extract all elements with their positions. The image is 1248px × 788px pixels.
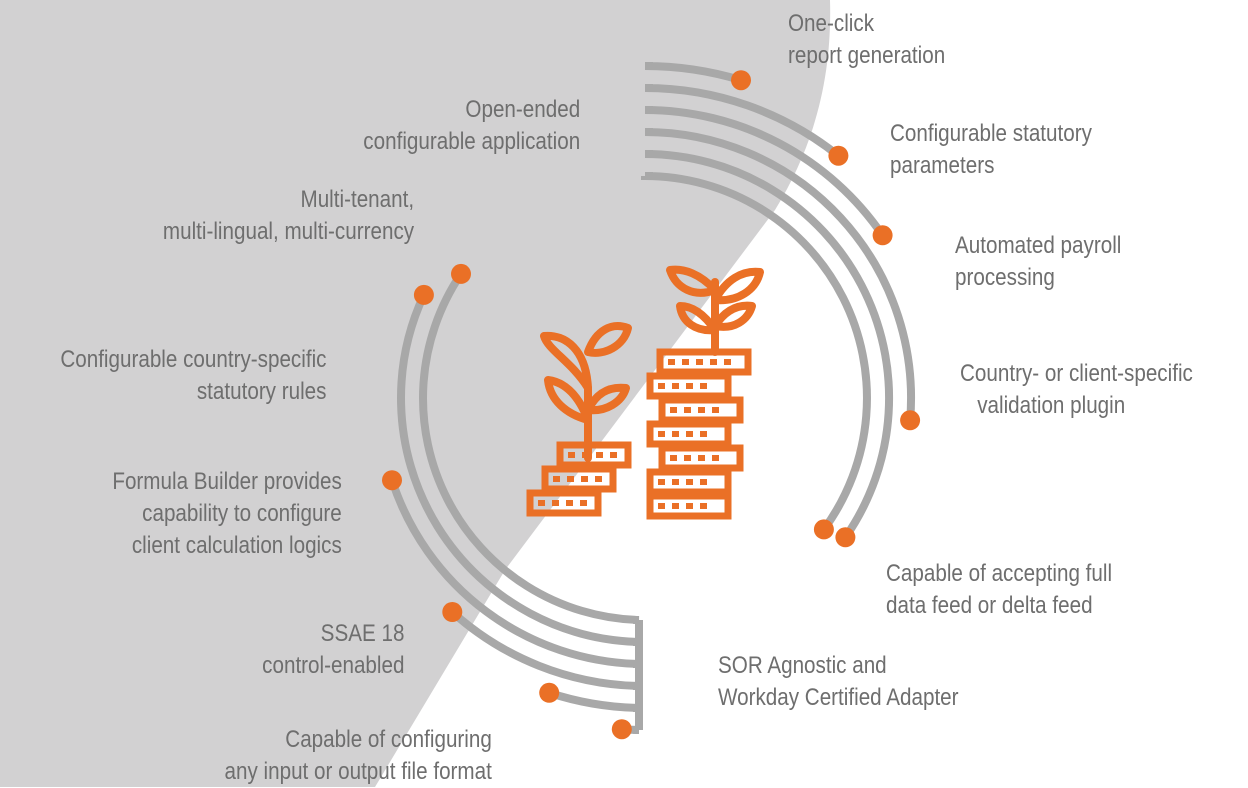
feature-line: Configurable country-specific [59, 346, 326, 373]
coin [658, 396, 744, 424]
feature-label-statutory-parameters: Configurable statutory parameters [890, 118, 1092, 182]
feature-line: Workday Certified Adapter [718, 684, 959, 711]
feature-label-multi-tenant: Multi-tenant, multi-lingual, multi-curre… [163, 184, 414, 248]
dot-statutory-parameters [828, 145, 849, 166]
coin [658, 444, 744, 472]
plants-growing-from-coin-stacks-icon [540, 265, 764, 462]
coin [526, 489, 602, 517]
feature-line: Multi-tenant, [300, 186, 414, 213]
feature-line: Capable of accepting full [886, 560, 1113, 587]
feature-label-open-ended: Open-ended configurable application [363, 94, 580, 158]
ring-country-rules [388, 478, 640, 668]
coin [646, 420, 732, 448]
dot-one-click [731, 70, 751, 91]
feature-line: Automated payroll [955, 232, 1122, 259]
feature-line: Configurable statutory [890, 120, 1092, 147]
feature-line: configurable application [363, 128, 580, 155]
feature-label-one-click: One-click report generation [788, 8, 945, 72]
feature-label-validation: Country- or client-specific validation p… [960, 358, 1193, 422]
coin-stacks [526, 348, 752, 520]
ring-sor [644, 150, 894, 540]
feature-line: control-enabled [261, 652, 404, 679]
coin [556, 441, 632, 469]
feature-line: SSAE 18 [320, 620, 404, 647]
dot-data-feed [813, 519, 834, 540]
coin [541, 465, 617, 493]
dot-file-format [611, 719, 632, 740]
feature-line: Open-ended [465, 96, 580, 123]
feature-line: processing [955, 264, 1055, 291]
feature-label-file-format: Capable of configuring any input or outp… [225, 724, 492, 788]
feature-line: Capable of configuring [285, 726, 492, 753]
feature-label-sor: SOR Agnostic and Workday Certified Adapt… [718, 650, 959, 714]
ring-validation [644, 128, 916, 421]
feature-line: statutory rules [196, 378, 326, 405]
dot-sor [835, 527, 856, 548]
feature-line: multi-lingual, multi-currency [162, 218, 414, 245]
feature-label-payroll: Automated payroll processing [955, 230, 1121, 294]
coin [646, 492, 732, 520]
dot-country-rules [382, 470, 402, 491]
feature-line: validation plugin [977, 392, 1126, 419]
feature-line: Country- or client-specific [960, 360, 1193, 387]
dot-multi-tenant [413, 284, 434, 305]
feature-label-formula-builder: Formula Builder provides capability to c… [113, 466, 342, 562]
dot-formula-builder [442, 602, 463, 622]
feature-line: capability to configure [142, 500, 342, 527]
feature-line: parameters [890, 152, 995, 179]
ring-formula-builder [449, 609, 640, 690]
coin [646, 468, 732, 496]
ring-group [388, 62, 916, 734]
ring-statutory-parameters [644, 84, 841, 159]
dot-open-ended [451, 263, 471, 284]
feature-line: client calculation logics [132, 532, 342, 559]
coin [656, 348, 752, 376]
ring-data-feed [644, 172, 871, 532]
feature-line: One-click [788, 10, 875, 37]
feature-label-country-rules: Configurable country-specific statutory … [60, 344, 326, 408]
feature-label-ssae: SSAE 18 control-enabled [262, 618, 404, 682]
feature-line: report generation [788, 42, 946, 69]
dot-validation [900, 410, 921, 431]
feature-line: any input or output file format [224, 758, 492, 785]
feature-label-data-feed: Capable of accepting full data feed or d… [886, 558, 1112, 622]
marker-dots [382, 70, 921, 740]
coin [646, 372, 732, 400]
grey-backdrop-shape [0, 0, 831, 787]
ring-payroll [644, 106, 886, 238]
ring-open-ended [419, 271, 640, 624]
ring-ssae [547, 688, 640, 712]
feature-line: SOR Agnostic and [718, 652, 887, 679]
feature-line: data feed or delta feed [886, 592, 1093, 619]
ring-multi-tenant [397, 293, 640, 646]
dot-payroll [872, 225, 893, 246]
feature-line: Formula Builder provides [112, 468, 342, 495]
dot-ssae [539, 682, 560, 703]
